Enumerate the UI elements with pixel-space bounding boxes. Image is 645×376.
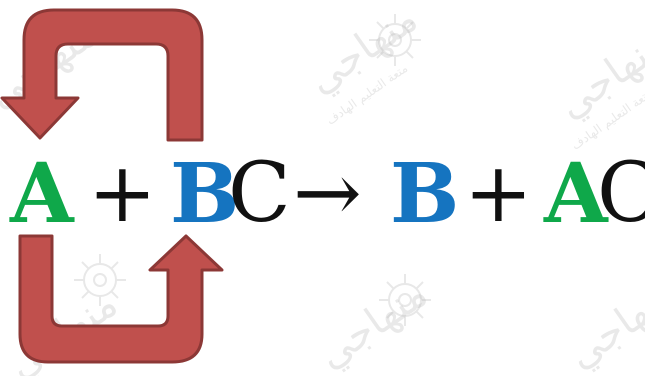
plus-sign-right: + — [464, 146, 533, 241]
reactant-a-symbol: A — [10, 146, 74, 242]
reactant-c-symbol: C — [228, 146, 291, 241]
product-a-symbol: A — [544, 146, 608, 242]
top-u-arrow-icon — [0, 8, 204, 142]
watermark-flowers — [74, 14, 431, 326]
watermark-flower-icon — [369, 14, 421, 66]
reactant-b-symbol: B — [170, 146, 240, 242]
plus-sign-left: + — [88, 146, 157, 241]
product-c-symbol: C — [597, 146, 645, 241]
reaction-arrow-icon: → — [293, 146, 362, 241]
watermark-flower-icon — [379, 274, 431, 326]
watermark-flower-icon — [74, 254, 126, 306]
bottom-u-arrow-icon — [18, 234, 224, 364]
product-b-symbol: B — [390, 146, 460, 242]
